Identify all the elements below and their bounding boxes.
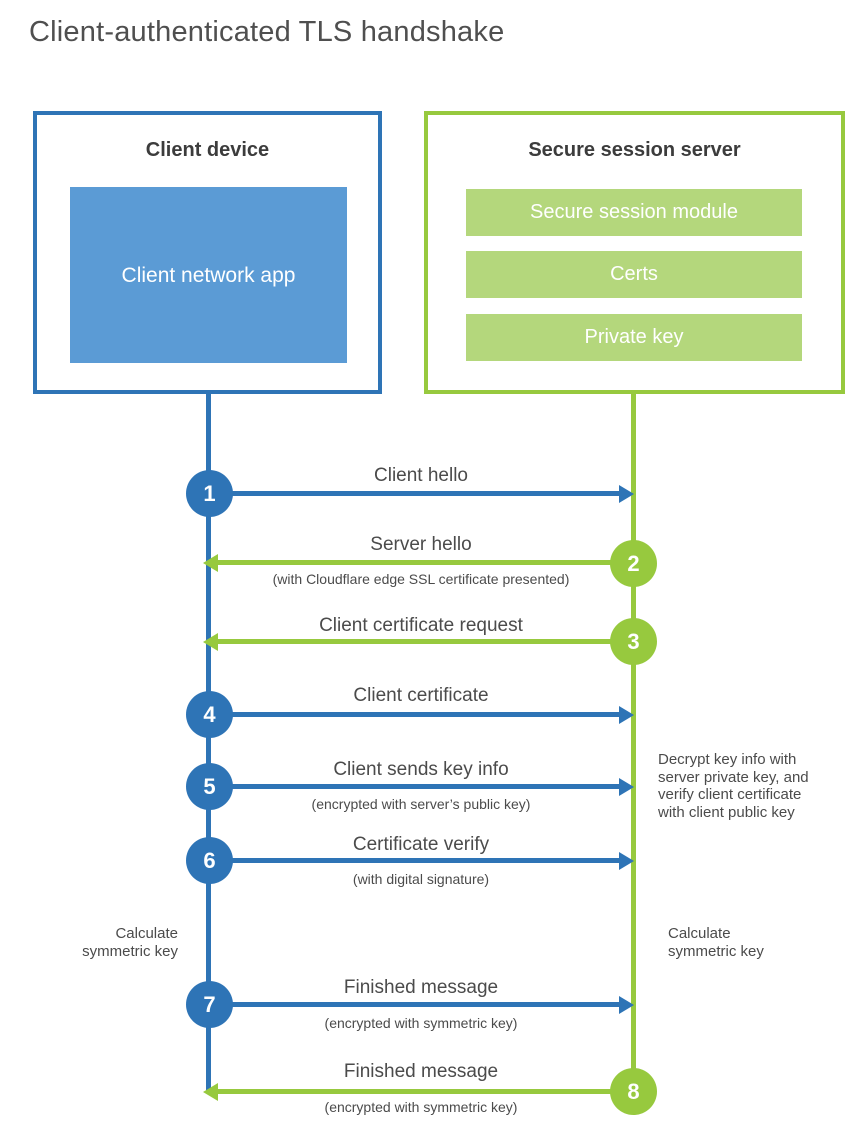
secure-session-server-box: Secure session server Secure session mod… — [424, 111, 845, 394]
server-module-certs: Certs — [466, 251, 802, 298]
client-hello-arrow — [209, 491, 620, 496]
message-label: Client certificate request — [319, 615, 523, 636]
client-network-app-box: Client network app — [70, 187, 347, 363]
page-title: Client-authenticated TLS handshake — [29, 16, 505, 48]
message-label: Finished message — [343, 1061, 499, 1082]
calculate-symmetric-key-left: Calculate symmetric key — [82, 925, 178, 960]
step-6-badge: 6 — [186, 837, 233, 884]
calculate-symmetric-key-right: Calculate symmetric key — [668, 925, 764, 960]
message-note: (encrypted with server’s public key) — [311, 796, 531, 812]
secure-session-server-title: Secure session server — [528, 139, 741, 161]
client-device-box: Client device Client network app — [33, 111, 382, 394]
server-hello-arrow — [217, 560, 633, 565]
client-certificate-arrow — [209, 712, 620, 717]
message-note: (encrypted with symmetric key) — [324, 1099, 518, 1115]
message-label: Client certificate — [353, 685, 489, 706]
step-2-badge: 2 — [610, 540, 657, 587]
arrowhead-right-icon — [619, 996, 634, 1014]
server-module-secure-session: Secure session module — [466, 189, 802, 236]
message-label: Finished message — [343, 977, 499, 998]
step-5-badge: 5 — [186, 763, 233, 810]
arrowhead-right-icon — [619, 485, 634, 503]
arrowhead-right-icon — [619, 706, 634, 724]
step-4-badge: 4 — [186, 691, 233, 738]
arrowhead-left-icon — [203, 633, 218, 651]
message-label: Certificate verify — [352, 834, 490, 855]
arrowhead-right-icon — [619, 852, 634, 870]
finished-message-client-arrow — [209, 1002, 620, 1007]
decrypt-key-info-note: Decrypt key info with server private key… — [658, 751, 809, 821]
step-7-badge: 7 — [186, 981, 233, 1028]
arrowhead-left-icon — [203, 554, 218, 572]
message-note: (with digital signature) — [352, 871, 490, 887]
step-3-badge: 3 — [610, 618, 657, 665]
message-label: Client sends key info — [333, 759, 509, 780]
message-note: (encrypted with symmetric key) — [324, 1015, 518, 1031]
message-label: Client hello — [374, 465, 468, 486]
message-note: (with Cloudflare edge SSL certificate pr… — [272, 571, 570, 587]
client-certificate-request-arrow — [217, 639, 633, 644]
client-network-app-label: Client network app — [121, 263, 296, 287]
client-lifeline — [206, 394, 211, 1092]
step-1-badge: 1 — [186, 470, 233, 517]
arrowhead-left-icon — [203, 1083, 218, 1101]
server-module-private-key: Private key — [466, 314, 802, 361]
client-device-title: Client device — [145, 139, 270, 161]
client-key-info-arrow — [209, 784, 620, 789]
server-lifeline — [631, 394, 636, 1092]
arrowhead-right-icon — [619, 778, 634, 796]
certificate-verify-arrow — [209, 858, 620, 863]
step-8-badge: 8 — [610, 1068, 657, 1115]
message-label: Server hello — [370, 534, 472, 555]
finished-message-server-arrow — [217, 1089, 633, 1094]
